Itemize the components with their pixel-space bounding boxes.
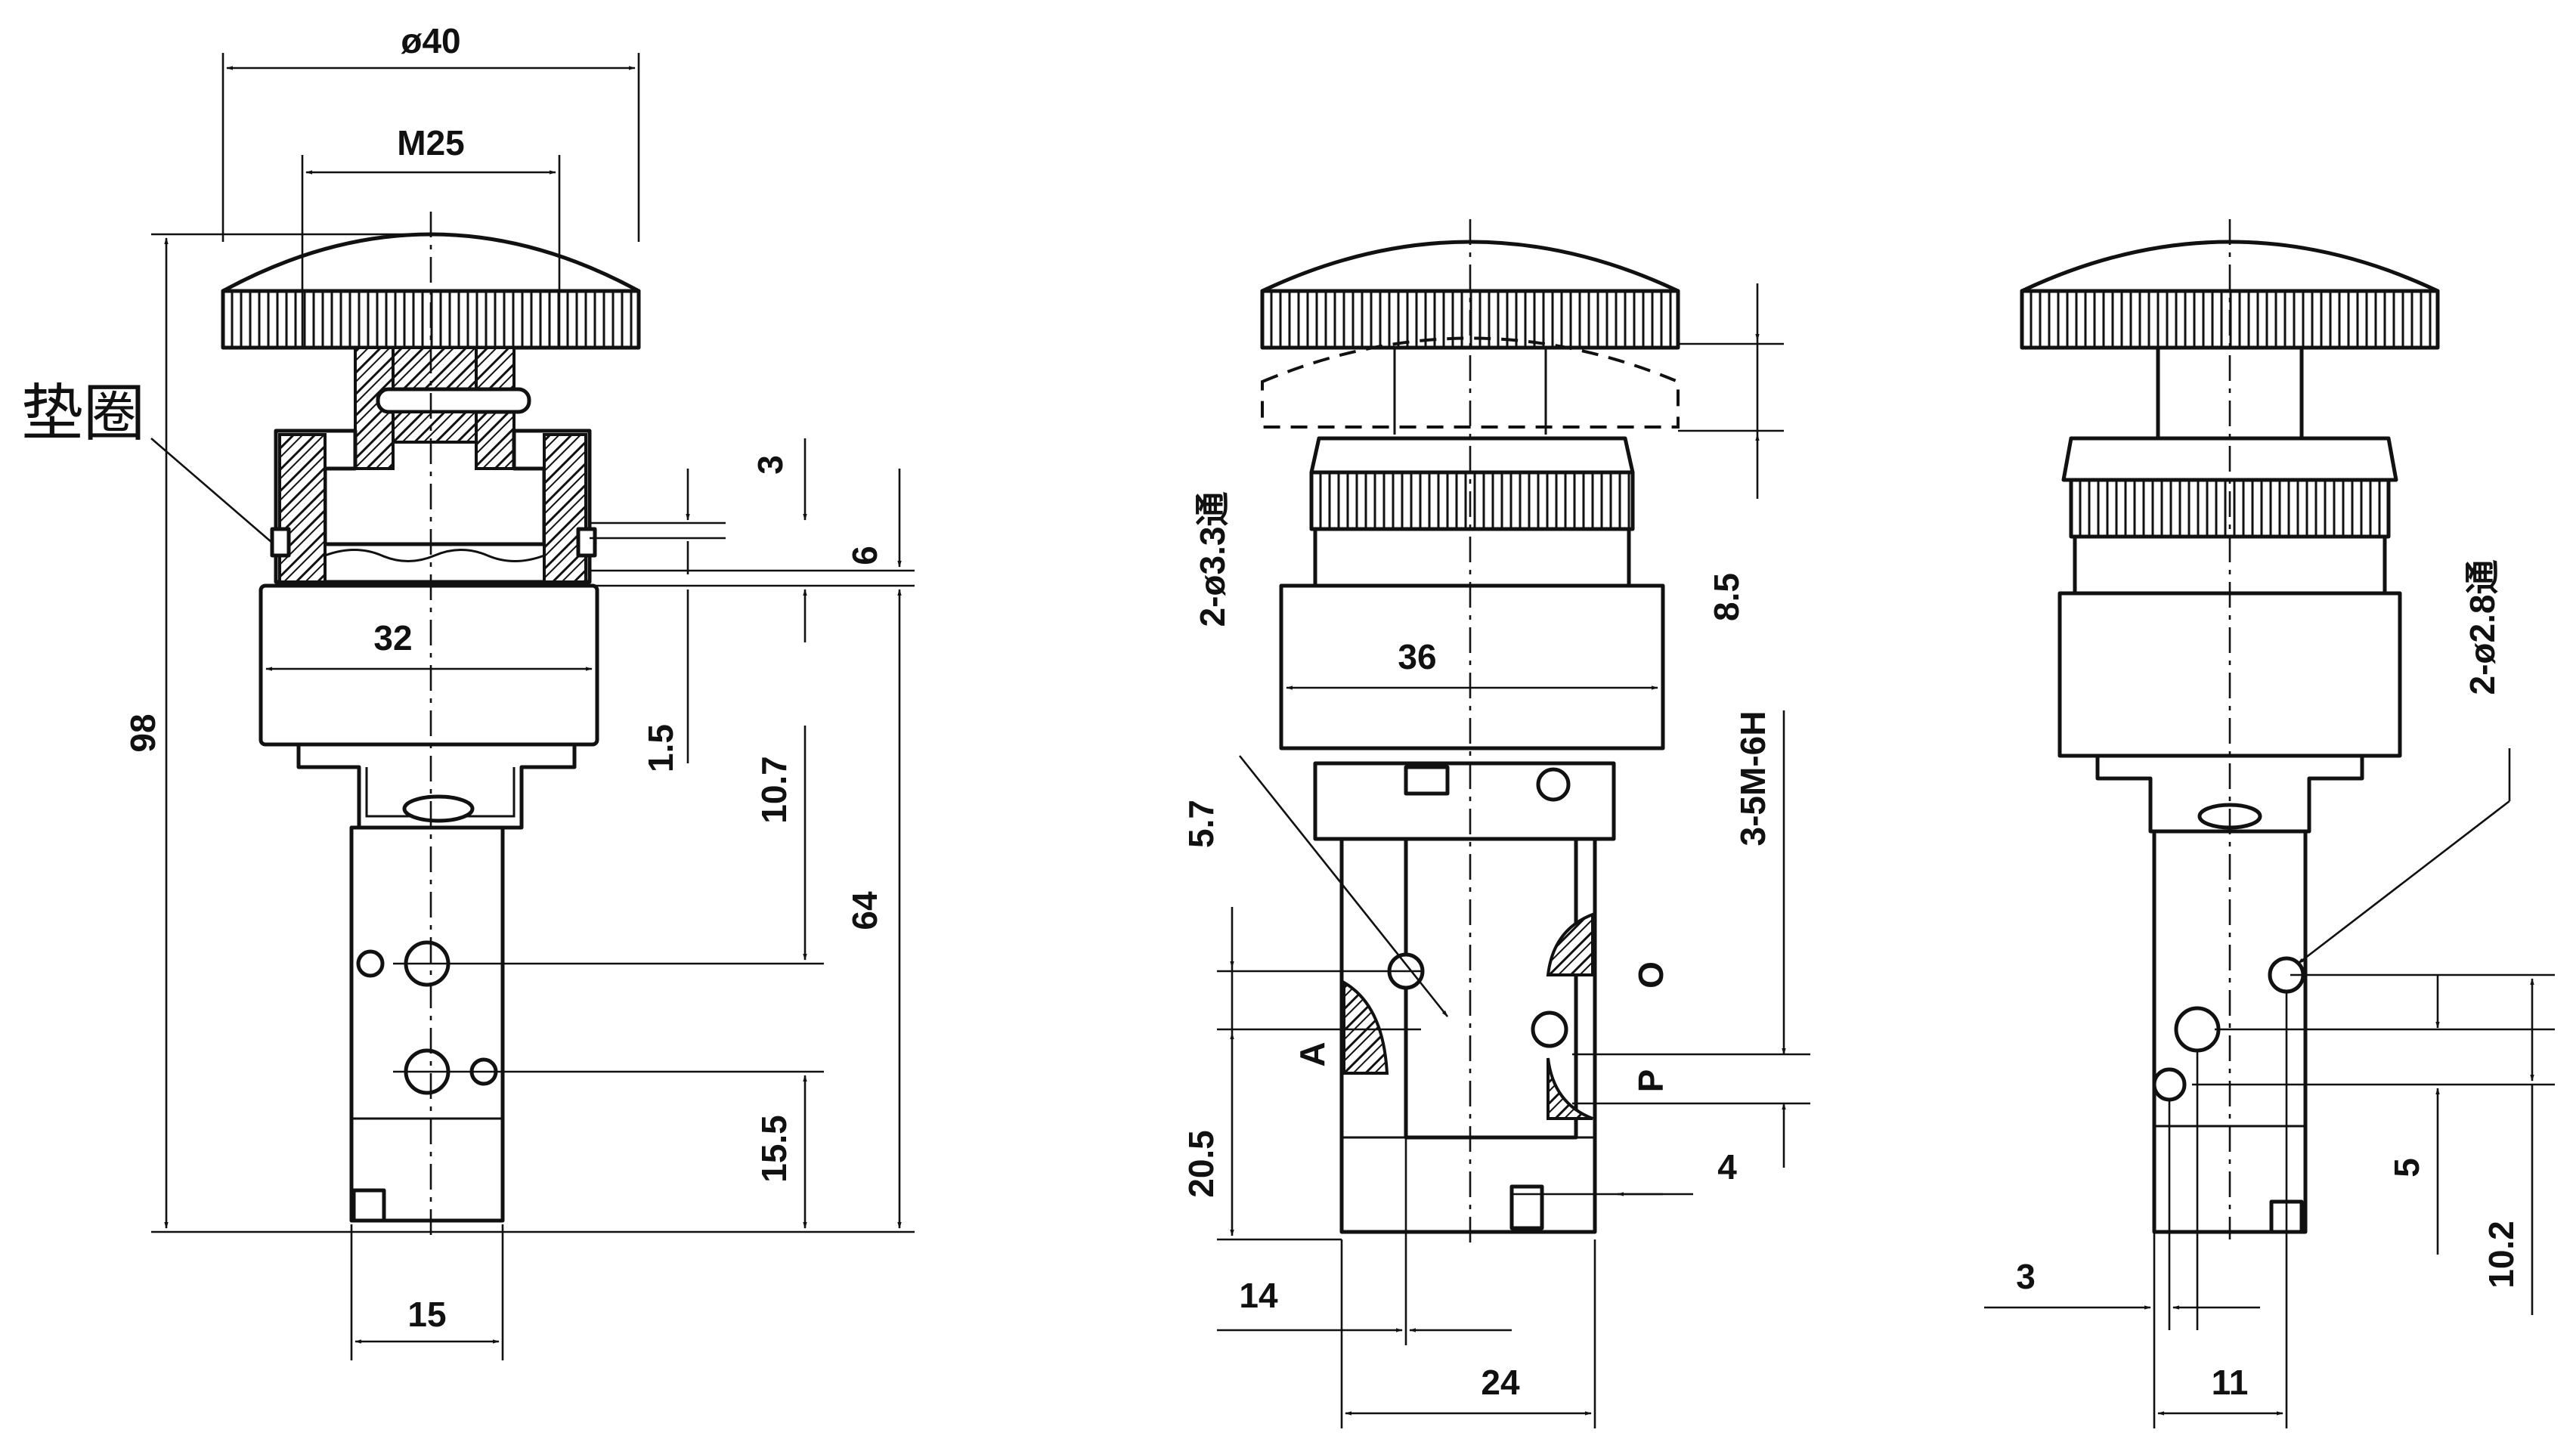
front-body-block	[259, 583, 599, 747]
side-port-p-section	[1547, 1057, 1593, 1120]
rear-view: 2-ø2.8通 5 10.2 3 11	[1984, 219, 2555, 1428]
dim-20-5: 20.5	[1181, 1130, 1221, 1198]
port-a: A	[1293, 1041, 1332, 1066]
side-port-o-section	[1546, 912, 1594, 976]
dim-holes-rear: 2-ø2.8通	[2463, 560, 2502, 695]
side-cap-pressed	[1261, 336, 1680, 429]
front-stem-mid-hatch	[392, 410, 478, 444]
side-view: 8.5 36 3-5M-6H 4 2-ø3.3通 5.7 20.5 14	[1181, 219, 1810, 1428]
side-slot	[1509, 1184, 1544, 1230]
dim-10-7: 10.7	[754, 756, 794, 824]
front-knurl-lines	[231, 292, 633, 346]
rear-port	[2174, 1006, 2221, 1053]
gasket-label: 垫圈	[21, 378, 145, 450]
side-collar-screw	[1536, 767, 1571, 802]
holes-leader-side	[1238, 755, 1449, 1017]
dim-11: 11	[2212, 1363, 2249, 1402]
front-valve-body	[349, 825, 505, 1223]
dim-1-5: 1.5	[641, 724, 680, 772]
front-gasket-r	[576, 527, 597, 558]
side-ring-knurl-lines	[1319, 474, 1630, 528]
dim-32: 32	[373, 618, 412, 658]
dim-3: 3	[751, 455, 790, 475]
dim-4: 4	[1717, 1147, 1737, 1187]
side-collar-slot	[1404, 765, 1450, 796]
dim-holes-side: 2-ø3.3通	[1193, 492, 1232, 627]
rear-bracket	[2095, 754, 2364, 834]
side-ring-base	[1313, 527, 1631, 588]
dim-64: 64	[845, 891, 884, 930]
side-ring-top	[1309, 436, 1635, 475]
dim-14: 14	[1239, 1276, 1278, 1315]
dim-98: 98	[123, 713, 163, 752]
port-p: P	[1631, 1069, 1670, 1093]
dim-d40: ø40	[401, 21, 460, 60]
port-o: O	[1631, 961, 1670, 989]
front-hole-upper	[356, 949, 385, 978]
side-port-a-section	[1342, 979, 1389, 1075]
front-gasket	[270, 527, 291, 558]
dim-15-5: 15.5	[754, 1115, 794, 1183]
rear-hole-lower	[2152, 1067, 2187, 1102]
dim-5: 5	[2387, 1158, 2426, 1178]
front-stem-pin	[376, 387, 531, 414]
dim-15: 15	[407, 1295, 446, 1334]
side-hole-mid	[1531, 1010, 1568, 1048]
rear-ring-knurl-lines	[2079, 481, 2381, 535]
gasket-leader	[150, 438, 273, 543]
rear-knurl-lines	[2030, 292, 2432, 346]
front-slot	[351, 1188, 386, 1223]
front-bracket-ball	[402, 794, 475, 823]
side-body-block	[1279, 583, 1665, 750]
side-collar	[1313, 761, 1616, 841]
front-stem-top-hatch	[392, 346, 478, 391]
dim-24: 24	[1481, 1363, 1520, 1402]
dim-m25: M25	[397, 123, 464, 162]
dim-8-5: 8.5	[1707, 573, 1746, 621]
dim-3-rear: 3	[2016, 1257, 2036, 1296]
dim-36: 36	[1398, 637, 1436, 676]
front-bonnet-left-wall	[278, 433, 327, 583]
front-bonnet-right-wall	[543, 433, 587, 583]
dim-thread: 3-5M-6H	[1733, 711, 1773, 846]
front-bonnet-wave	[324, 549, 545, 562]
dim-6: 6	[845, 546, 884, 565]
holes-leader-rear	[2297, 800, 2510, 965]
dim-5-7: 5.7	[1181, 800, 1221, 848]
front-view: ø40 M25 32 98 3 6 1.5 10.7 6	[21, 21, 915, 1360]
dim-10-2: 10.2	[2482, 1221, 2521, 1289]
